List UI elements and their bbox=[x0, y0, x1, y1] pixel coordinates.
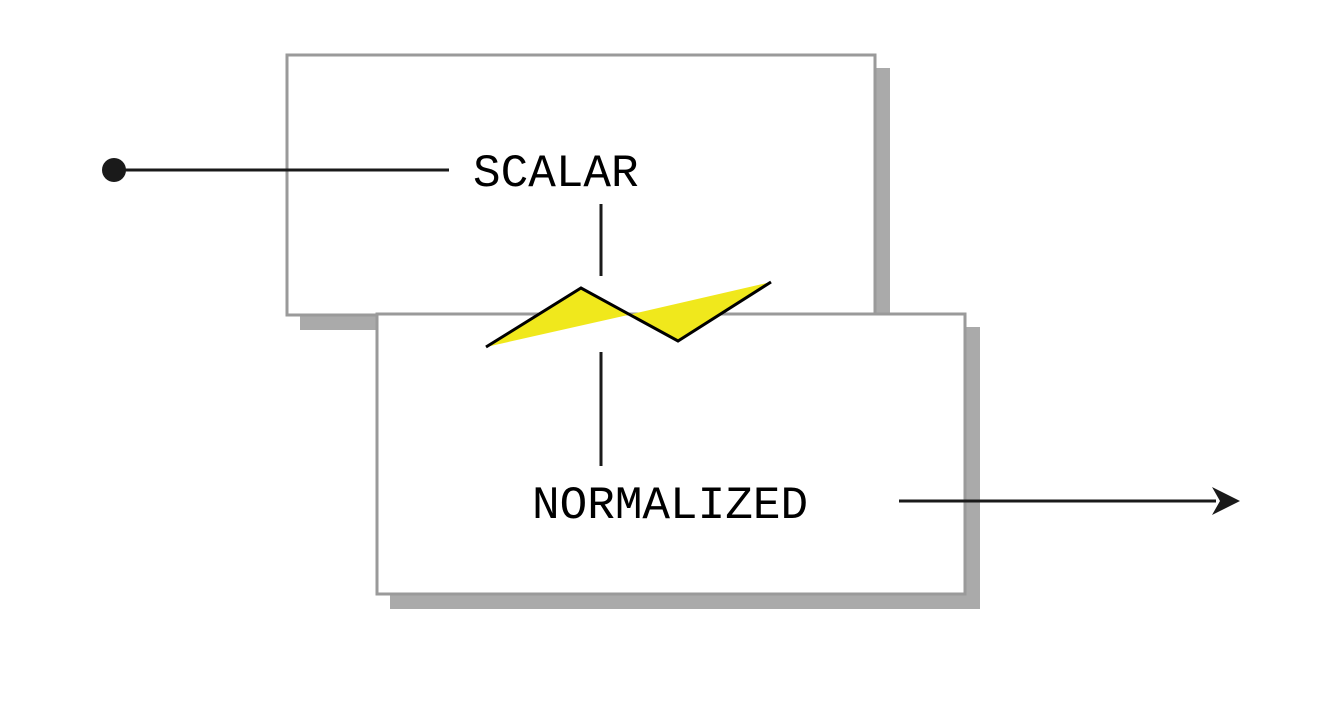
zigzag-stroke bbox=[485, 280, 772, 349]
input-connector bbox=[102, 158, 449, 182]
normalized-label: NORMALIZED bbox=[532, 480, 808, 532]
zigzag-fill-right bbox=[628, 282, 771, 341]
scalar-block bbox=[285, 53, 890, 330]
scalar-label: SCALAR bbox=[473, 148, 639, 200]
zigzag-fill-left bbox=[486, 288, 628, 347]
scalar-block-box bbox=[285, 53, 877, 317]
normalized-block bbox=[375, 312, 980, 609]
output-connector bbox=[899, 487, 1240, 515]
output-arrow-icon bbox=[1212, 487, 1240, 515]
normalized-block-box bbox=[375, 312, 967, 596]
zigzag-break-icon bbox=[485, 280, 772, 349]
